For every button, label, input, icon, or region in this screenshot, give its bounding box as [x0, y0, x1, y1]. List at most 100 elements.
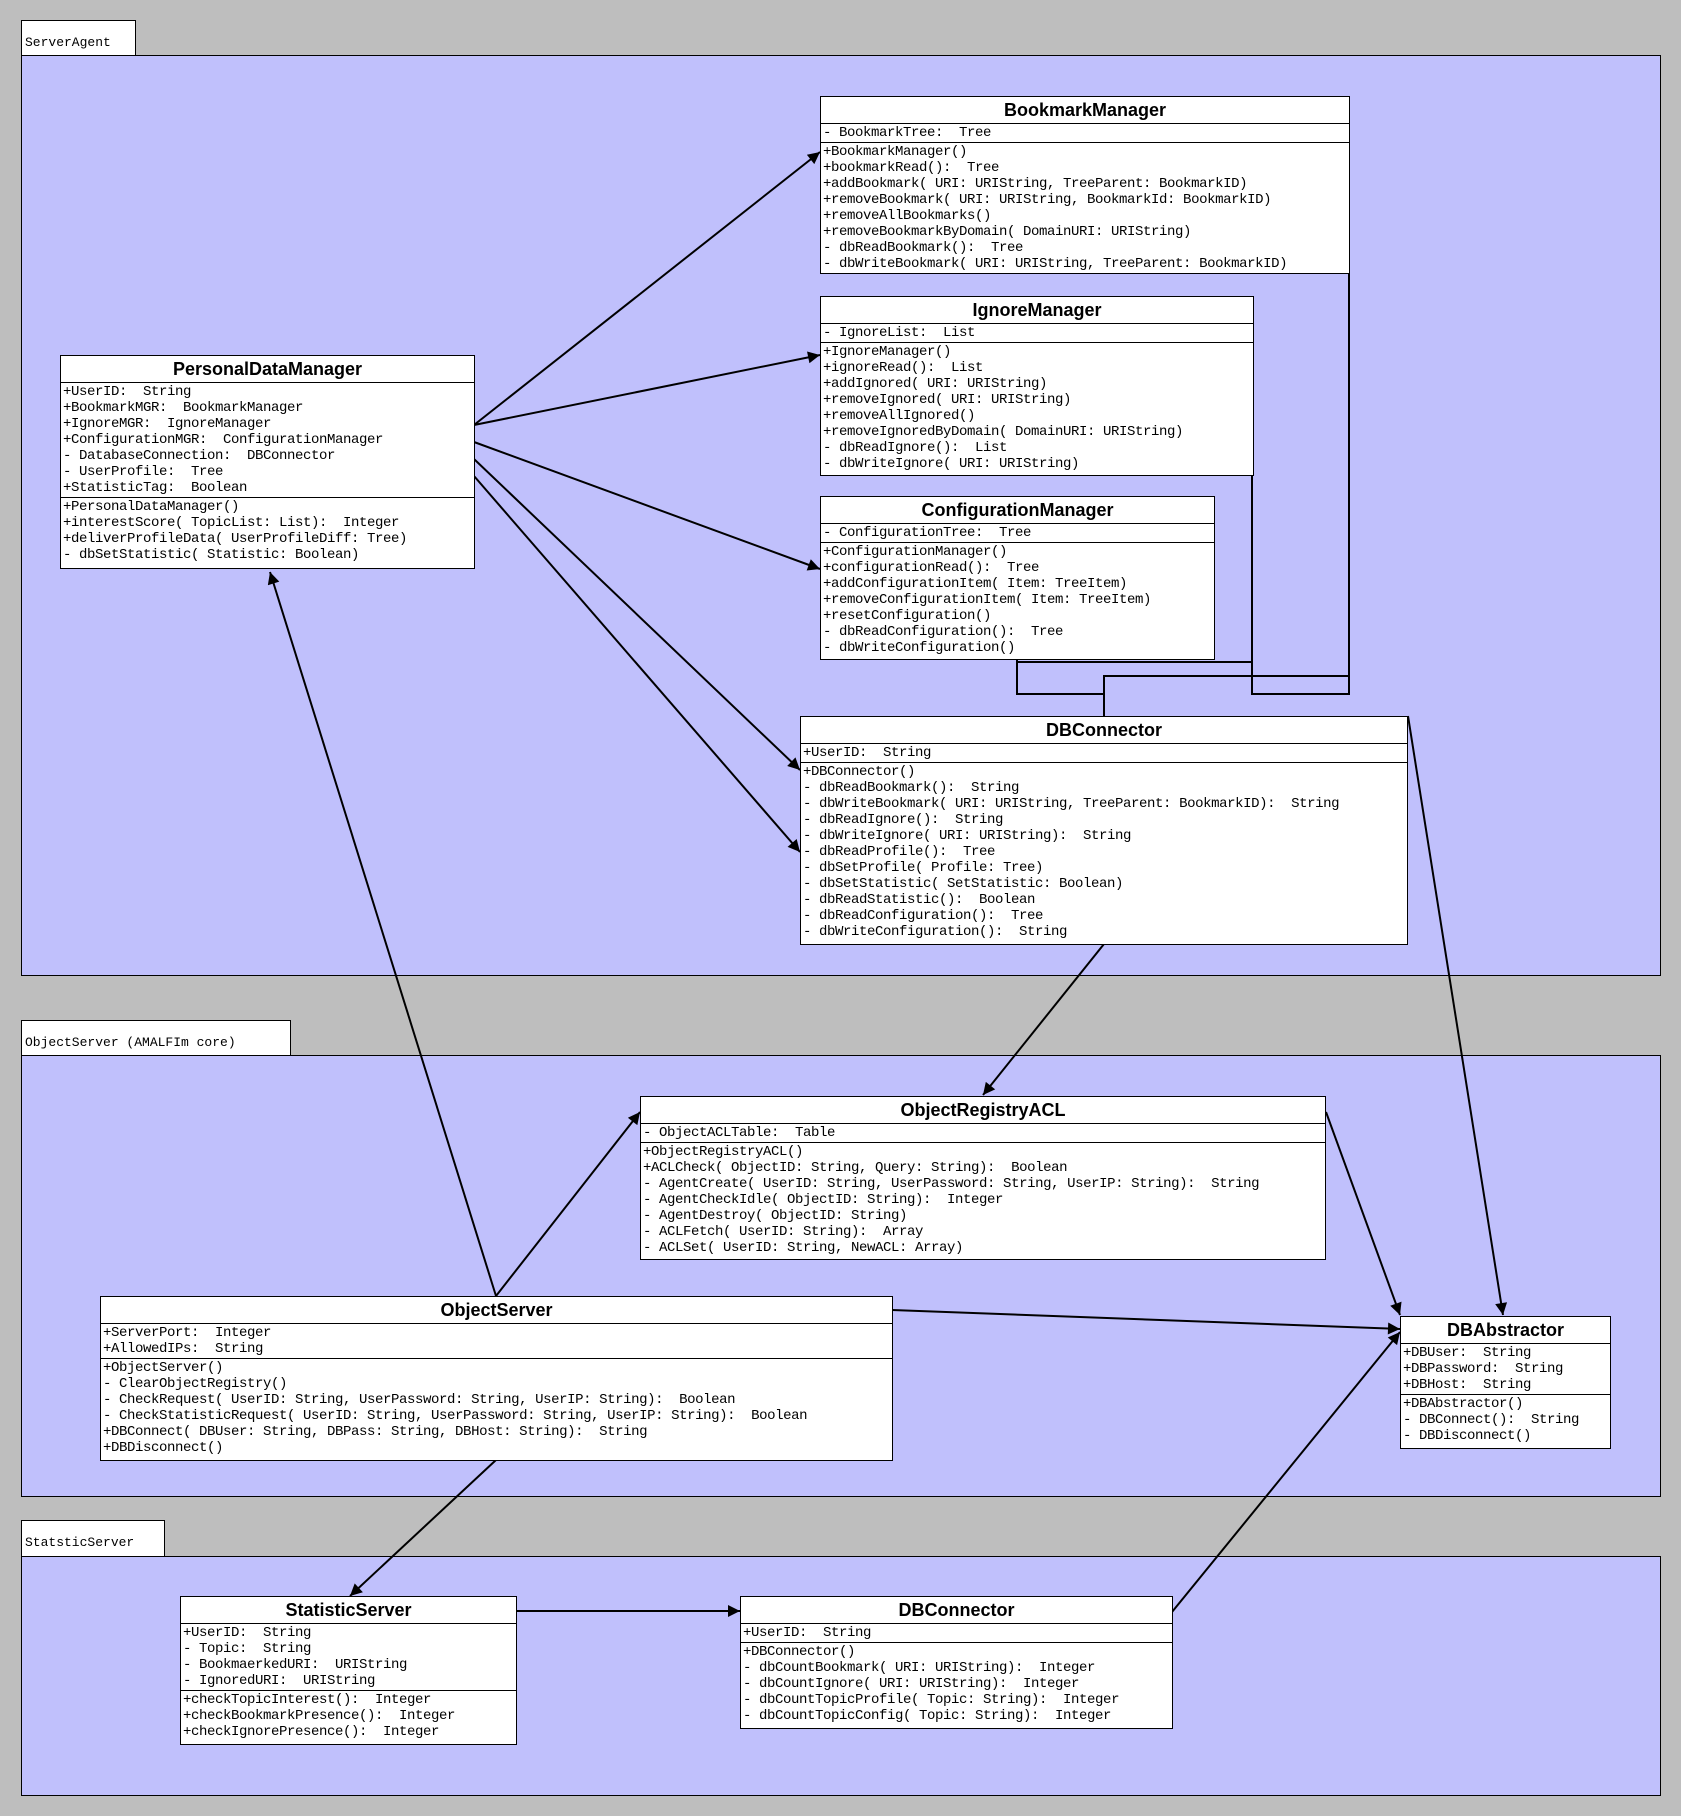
- attribute-item: - UserProfile: Tree: [63, 464, 224, 480]
- class-name: DBConnector: [801, 717, 1407, 744]
- operation-item: - DBConnect(): String: [1403, 1412, 1580, 1428]
- operation-item: - dbReadBookmark(): String: [803, 780, 1020, 796]
- operation-item: - dbReadConfiguration(): Tree: [803, 908, 1044, 924]
- attribute-item: - BookmaerkedURI: URIString: [183, 1657, 408, 1673]
- operation-item: - dbCountIgnore( URI: URIString): Intege…: [743, 1676, 1080, 1692]
- class-attributes-section: +UserID: String: [801, 744, 1407, 763]
- operation-item: - ACLFetch( UserID: String): Array: [643, 1224, 924, 1240]
- operation-item: - dbCountTopicConfig( Topic: String): In…: [743, 1708, 1112, 1724]
- class-operations-section: +ObjectServer()- ClearObjectRegistry()- …: [101, 1359, 892, 1457]
- operation-item: - dbCountBookmark( URI: URIString): Inte…: [743, 1660, 1096, 1676]
- operation-item: - dbWriteIgnore( URI: URIString): String: [803, 828, 1132, 844]
- class-statistic-server[interactable]: StatisticServer+UserID: String- Topic: S…: [180, 1596, 517, 1745]
- operation-item: +DBAbstractor(): [1403, 1396, 1524, 1412]
- attribute-item: +DBPassword: String: [1403, 1361, 1564, 1377]
- attribute-item: +DBHost: String: [1403, 1377, 1532, 1393]
- operation-item: - DBDisconnect(): [1403, 1428, 1532, 1444]
- operation-item: +BookmarkManager(): [823, 144, 968, 160]
- class-name: DBConnector: [741, 1597, 1172, 1624]
- class-attributes-section: +UserID: String- Topic: String- Bookmaer…: [181, 1624, 516, 1691]
- attribute-item: +ConfigurationMGR: ConfigurationManager: [63, 432, 384, 448]
- class-operations-section: +BookmarkManager()+bookmarkRead(): Tree+…: [821, 143, 1349, 273]
- class-attributes-section: +UserID: String: [741, 1624, 1172, 1643]
- operation-item: +removeIgnoredByDomain( DomainURI: URISt…: [823, 424, 1184, 440]
- package-label: ObjectServer (AMALFIm core): [25, 1035, 236, 1050]
- class-name: ObjectServer: [101, 1297, 892, 1324]
- operation-item: - dbWriteBookmark( URI: URIString, TreeP…: [823, 256, 1288, 272]
- operation-item: +deliverProfileData( UserProfileDiff: Tr…: [63, 531, 408, 547]
- class-attributes-section: - ConfigurationTree: Tree: [821, 524, 1214, 543]
- operation-item: +ObjectRegistryACL(): [643, 1144, 804, 1160]
- operation-item: - CheckRequest( UserID: String, UserPass…: [103, 1392, 736, 1408]
- class-db-abstractor[interactable]: DBAbstractor+DBUser: String+DBPassword: …: [1400, 1316, 1611, 1449]
- attribute-item: - DatabaseConnection: DBConnector: [63, 448, 336, 464]
- operation-item: +removeConfigurationItem( Item: TreeItem…: [823, 592, 1152, 608]
- operation-item: - dbWriteIgnore( URI: URIString): [823, 456, 1080, 472]
- class-operations-section: +DBAbstractor()- DBConnect(): String- DB…: [1401, 1395, 1610, 1445]
- operation-item: - AgentCreate( UserID: String, UserPassw…: [643, 1176, 1260, 1192]
- operation-item: +removeAllBookmarks(): [823, 208, 992, 224]
- operation-item: +ConfigurationManager(): [823, 544, 1008, 560]
- operation-item: +DBConnector(): [743, 1644, 856, 1660]
- class-attributes-section: - IgnoreList: List: [821, 324, 1253, 343]
- attribute-item: - ConfigurationTree: Tree: [823, 525, 1032, 541]
- class-attributes-section: +DBUser: String+DBPassword: String+DBHos…: [1401, 1344, 1610, 1395]
- attribute-item: +ServerPort: Integer: [103, 1325, 272, 1341]
- class-name: StatisticServer: [181, 1597, 516, 1624]
- operation-item: +checkIgnorePresence(): Integer: [183, 1724, 440, 1740]
- operation-item: +addConfigurationItem( Item: TreeItem): [823, 576, 1128, 592]
- class-operations-section: +PersonalDataManager()+interestScore( To…: [61, 498, 474, 564]
- operation-item: - dbReadIgnore(): List: [823, 440, 1008, 456]
- package-label: StatsticServer: [25, 1535, 135, 1550]
- attribute-item: +AllowedIPs: String: [103, 1341, 264, 1357]
- operation-item: - ClearObjectRegistry(): [103, 1376, 288, 1392]
- operation-item: +ignoreRead(): List: [823, 360, 984, 376]
- attribute-item: - Topic: String: [183, 1641, 312, 1657]
- operation-item: - dbCountTopicProfile( Topic: String): I…: [743, 1692, 1120, 1708]
- operation-item: - ACLSet( UserID: String, NewACL: Array): [643, 1240, 964, 1256]
- class-attributes-section: - BookmarkTree: Tree: [821, 124, 1349, 143]
- attribute-item: +IgnoreMGR: IgnoreManager: [63, 416, 272, 432]
- operation-item: - dbReadConfiguration(): Tree: [823, 624, 1064, 640]
- class-personal-data-manager[interactable]: PersonalDataManager+UserID: String+Bookm…: [60, 355, 475, 569]
- attribute-item: +UserID: String: [803, 745, 932, 761]
- operation-item: - dbReadStatistic(): Boolean: [803, 892, 1036, 908]
- class-db-connector-agent[interactable]: DBConnector+UserID: String +DBConnector()…: [800, 716, 1408, 945]
- attribute-item: +UserID: String: [63, 384, 192, 400]
- operation-item: - CheckStatisticRequest( UserID: String,…: [103, 1408, 808, 1424]
- operation-item: +DBDisconnect(): [103, 1440, 224, 1456]
- attribute-item: - IgnoreList: List: [823, 325, 976, 341]
- operation-item: +ACLCheck( ObjectID: String, Query: Stri…: [643, 1160, 1068, 1176]
- class-configuration-manager[interactable]: ConfigurationManager- ConfigurationTree:…: [820, 496, 1215, 660]
- operation-item: - dbReadBookmark(): Tree: [823, 240, 1024, 256]
- class-object-server[interactable]: ObjectServer+ServerPort: Integer+Allowed…: [100, 1296, 893, 1461]
- attribute-item: - IgnoredURI: URIString: [183, 1673, 376, 1689]
- operation-item: +removeIgnored( URI: URIString): [823, 392, 1072, 408]
- class-object-registry-acl[interactable]: ObjectRegistryACL- ObjectACLTable: Table…: [640, 1096, 1326, 1260]
- operation-item: +addBookmark( URI: URIString, TreeParent…: [823, 176, 1248, 192]
- attribute-item: +BookmarkMGR: BookmarkManager: [63, 400, 304, 416]
- operation-item: +removeBookmark( URI: URIString, Bookmar…: [823, 192, 1272, 208]
- class-operations-section: +IgnoreManager()+ignoreRead(): List+addI…: [821, 343, 1253, 473]
- operation-item: +checkTopicInterest(): Integer: [183, 1692, 432, 1708]
- operation-item: +DBConnector(): [803, 764, 916, 780]
- operation-item: - dbSetStatistic( Statistic: Boolean): [63, 547, 360, 563]
- class-db-connector-stat[interactable]: DBConnector+UserID: String+DBConnector()…: [740, 1596, 1173, 1729]
- attribute-item: +UserID: String: [183, 1625, 312, 1641]
- package-tab-server-agent: ServerAgent: [21, 20, 136, 55]
- operation-item: - AgentCheckIdle( ObjectID: String): Int…: [643, 1192, 1004, 1208]
- attribute-item: +StatisticTag: Boolean: [63, 480, 248, 496]
- operation-item: +ObjectServer(): [103, 1360, 224, 1376]
- class-ignore-manager[interactable]: IgnoreManager- IgnoreList: List+IgnoreMa…: [820, 296, 1254, 476]
- class-name: ConfigurationManager: [821, 497, 1214, 524]
- class-operations-section: +ConfigurationManager()+configurationRea…: [821, 543, 1214, 657]
- operation-item: - dbSetStatistic( SetStatistic: Boolean): [803, 876, 1124, 892]
- package-tab-statistic-server: StatsticServer: [21, 1520, 165, 1557]
- operation-item: +DBConnect( DBUser: String, DBPass: Stri…: [103, 1424, 648, 1440]
- class-name: BookmarkManager: [821, 97, 1349, 124]
- class-bookmark-manager[interactable]: BookmarkManager- BookmarkTree: Tree +Book…: [820, 96, 1350, 274]
- attribute-item: - BookmarkTree: Tree: [823, 125, 992, 141]
- operation-item: - dbReadProfile(): Tree: [803, 844, 996, 860]
- class-attributes-section: +ServerPort: Integer+AllowedIPs: String: [101, 1324, 892, 1359]
- class-operations-section: +ObjectRegistryACL()+ACLCheck( ObjectID:…: [641, 1143, 1325, 1257]
